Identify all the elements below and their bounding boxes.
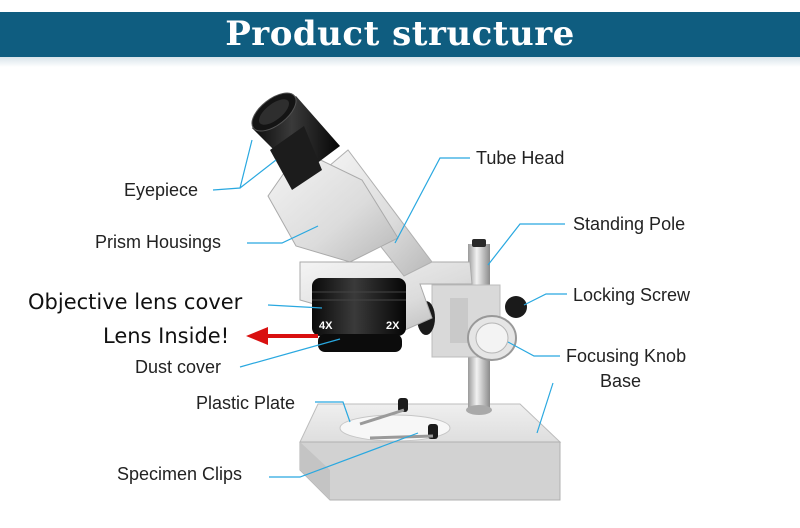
lens-inside-arrow bbox=[246, 327, 318, 345]
label-standing-pole: Standing Pole bbox=[573, 214, 686, 234]
label-base: Base bbox=[600, 371, 642, 391]
label-tube-head: Tube Head bbox=[476, 148, 565, 168]
dust-cover-shape bbox=[318, 334, 402, 352]
label-objective-lens-cover: Objective lens cover bbox=[28, 290, 243, 314]
banner-shadow bbox=[0, 57, 800, 67]
leader-lines bbox=[212, 139, 567, 478]
objective-mark-right: 2X bbox=[386, 320, 400, 332]
label-dust-cover: Dust cover bbox=[135, 357, 222, 377]
eyepiece-shape bbox=[251, 92, 340, 190]
focusing-block-shape bbox=[417, 284, 527, 361]
label-prism-housings: Prism Housings bbox=[95, 232, 222, 252]
title-banner bbox=[0, 12, 800, 57]
label-specimen-clips: Specimen Clips bbox=[117, 464, 243, 484]
page-title: Product structure bbox=[225, 14, 575, 54]
objective-lens-cover-shape: 4X 2X bbox=[312, 278, 406, 336]
label-lens-inside: Lens Inside! bbox=[103, 324, 230, 348]
label-focusing-knob: Focusing Knob bbox=[566, 346, 687, 366]
label-locking-screw: Locking Screw bbox=[573, 285, 691, 305]
objective-mark-left: 4X bbox=[319, 320, 333, 332]
specimen-clips-shape bbox=[359, 398, 438, 440]
label-eyepiece: Eyepiece bbox=[124, 180, 199, 200]
label-plastic-plate: Plastic Plate bbox=[196, 393, 296, 413]
